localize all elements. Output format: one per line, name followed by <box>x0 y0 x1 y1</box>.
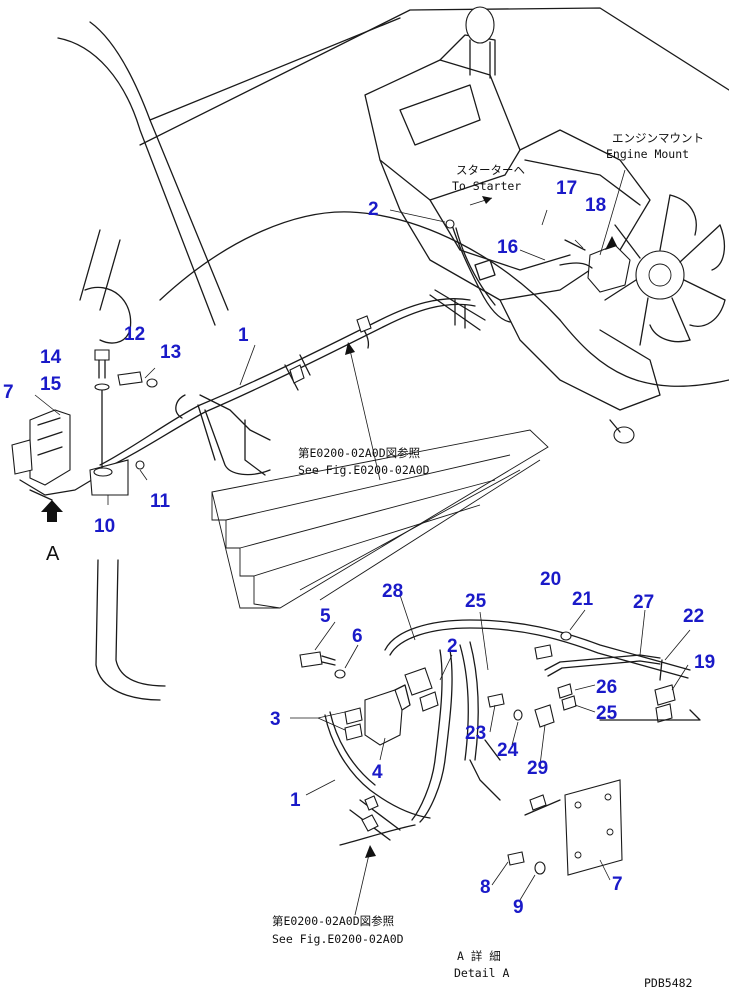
callout-7: 7 <box>612 874 623 895</box>
callout-2: 2 <box>447 636 458 657</box>
starter-note-jp: スターターヘ <box>456 163 525 177</box>
annotation-notes: エンジンマウント Engine Mount スターターヘ To Starter … <box>46 131 704 990</box>
callout-20: 20 <box>540 569 561 590</box>
view-letter-a: A <box>46 543 60 565</box>
callout-18: 18 <box>585 195 606 216</box>
wire-harness-upper <box>99 289 486 476</box>
callout-3: 3 <box>270 709 281 730</box>
engine-mount-note-en: Engine Mount <box>606 147 689 161</box>
callout-labels: 1 1 2 2 3 4 5 6 7 7 8 9 10 11 12 13 14 1… <box>3 178 715 918</box>
left-mount-assembly <box>11 349 158 522</box>
callout-21: 21 <box>572 589 594 610</box>
callout-17: 17 <box>556 178 577 199</box>
callout-4: 4 <box>372 762 383 783</box>
callout-1: 1 <box>238 325 249 346</box>
callout-29: 29 <box>527 758 548 779</box>
callout-12: 12 <box>124 324 145 345</box>
see-fig-note-en-top: See Fig.E0200-02A0D <box>298 463 430 477</box>
callout-19: 19 <box>694 652 715 673</box>
callout-2: 2 <box>368 199 379 220</box>
callout-23: 23 <box>465 723 486 744</box>
detail-note-jp: A 詳 細 <box>457 949 501 963</box>
drawing-number: PDB5482 <box>644 976 692 990</box>
engine-assembly <box>364 6 726 444</box>
callout-25: 25 <box>596 703 618 724</box>
see-fig-note-jp-top: 第E0200-02A0D図参照 <box>298 446 420 460</box>
detail-a-assembly <box>299 619 701 876</box>
starter-note-en: To Starter <box>452 179 521 193</box>
see-fig-note-en-bottom: See Fig.E0200-02A0D <box>272 932 404 946</box>
callout-24: 24 <box>497 740 519 761</box>
callout-14: 14 <box>40 347 62 368</box>
see-fig-note-jp-bottom: 第E0200-02A0D図参照 <box>272 914 394 928</box>
callout-11: 11 <box>150 491 171 512</box>
callout-27: 27 <box>633 592 654 613</box>
callout-15: 15 <box>40 374 62 395</box>
machine-body-outline <box>57 7 729 701</box>
callout-28: 28 <box>382 581 403 602</box>
callout-10: 10 <box>94 516 115 537</box>
callout-1: 1 <box>290 790 301 811</box>
leader-lines <box>34 169 691 916</box>
callout-7: 7 <box>3 382 14 403</box>
callout-9: 9 <box>513 897 524 918</box>
callout-16: 16 <box>497 237 518 258</box>
callout-5: 5 <box>320 606 331 627</box>
callout-26: 26 <box>596 677 617 698</box>
detail-note-en: Detail A <box>454 966 509 980</box>
callout-22: 22 <box>683 606 704 627</box>
engine-mount-note-jp: エンジンマウント <box>612 131 704 145</box>
callout-25: 25 <box>465 591 487 612</box>
callout-6: 6 <box>352 626 363 647</box>
section-arrow <box>211 429 549 609</box>
callout-8: 8 <box>480 877 491 898</box>
callout-13: 13 <box>160 342 181 363</box>
